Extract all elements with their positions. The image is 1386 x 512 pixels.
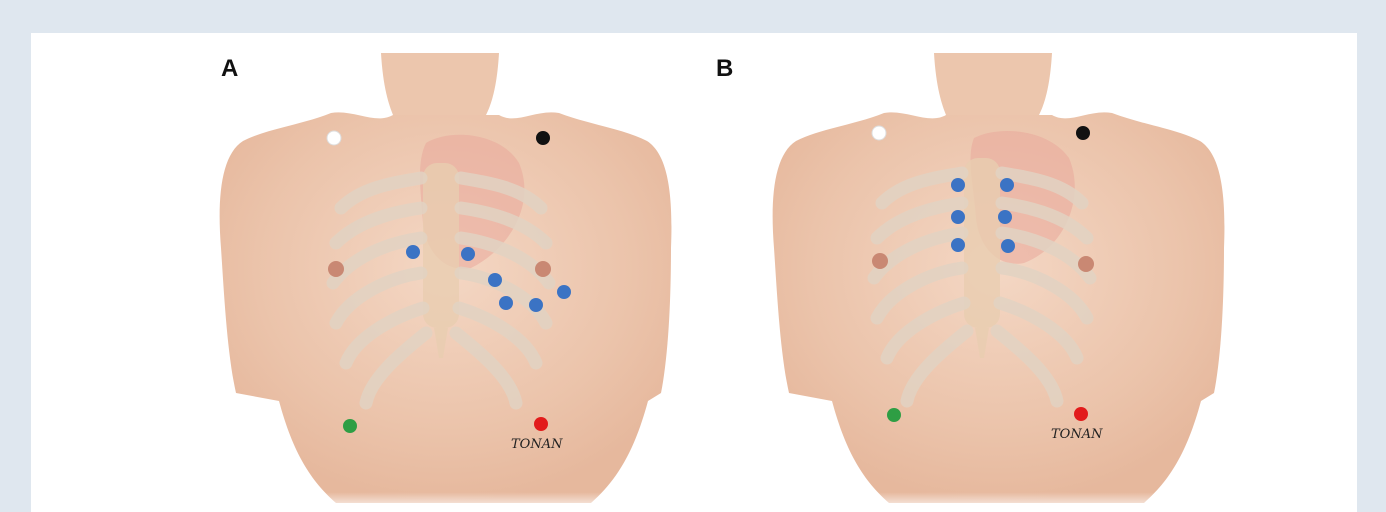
panel-b: TONAN B <box>694 33 1354 512</box>
torso-illustration-b: TONAN <box>694 33 1354 512</box>
v5-electrode <box>529 298 543 312</box>
left-arm-electrode <box>536 131 550 145</box>
chest-electrode-l3 <box>1001 239 1015 253</box>
v2-electrode <box>461 247 475 261</box>
right-arm-electrode <box>872 126 886 140</box>
chest-electrode-r2 <box>951 210 965 224</box>
right-nipple <box>872 253 888 269</box>
neck <box>934 53 1052 115</box>
chest-electrode-l2 <box>998 210 1012 224</box>
figure-card: TONAN A <box>31 33 1357 512</box>
sternum <box>423 163 459 328</box>
chest-electrode-r3 <box>951 238 965 252</box>
right-leg-electrode <box>343 419 357 433</box>
panel-a: TONAN A <box>31 33 691 512</box>
v1-electrode <box>406 245 420 259</box>
chest-electrode-l1 <box>1000 178 1014 192</box>
torso-illustration-a: TONAN <box>31 33 691 512</box>
left-arm-electrode <box>1076 126 1090 140</box>
right-leg-electrode <box>887 408 901 422</box>
right-nipple <box>328 261 344 277</box>
v6-electrode <box>557 285 571 299</box>
left-leg-electrode <box>1074 407 1088 421</box>
neck <box>381 53 499 115</box>
left-nipple <box>535 261 551 277</box>
panel-label-b: B <box>716 55 733 83</box>
left-nipple <box>1078 256 1094 272</box>
panel-label-a: A <box>221 55 238 83</box>
right-arm-electrode <box>327 131 341 145</box>
left-leg-electrode <box>534 417 548 431</box>
v4-electrode <box>499 296 513 310</box>
artist-signature: TONAN <box>1051 427 1103 442</box>
artist-signature: TONAN <box>511 437 563 452</box>
chest-electrode-r1 <box>951 178 965 192</box>
v3-electrode <box>488 273 502 287</box>
